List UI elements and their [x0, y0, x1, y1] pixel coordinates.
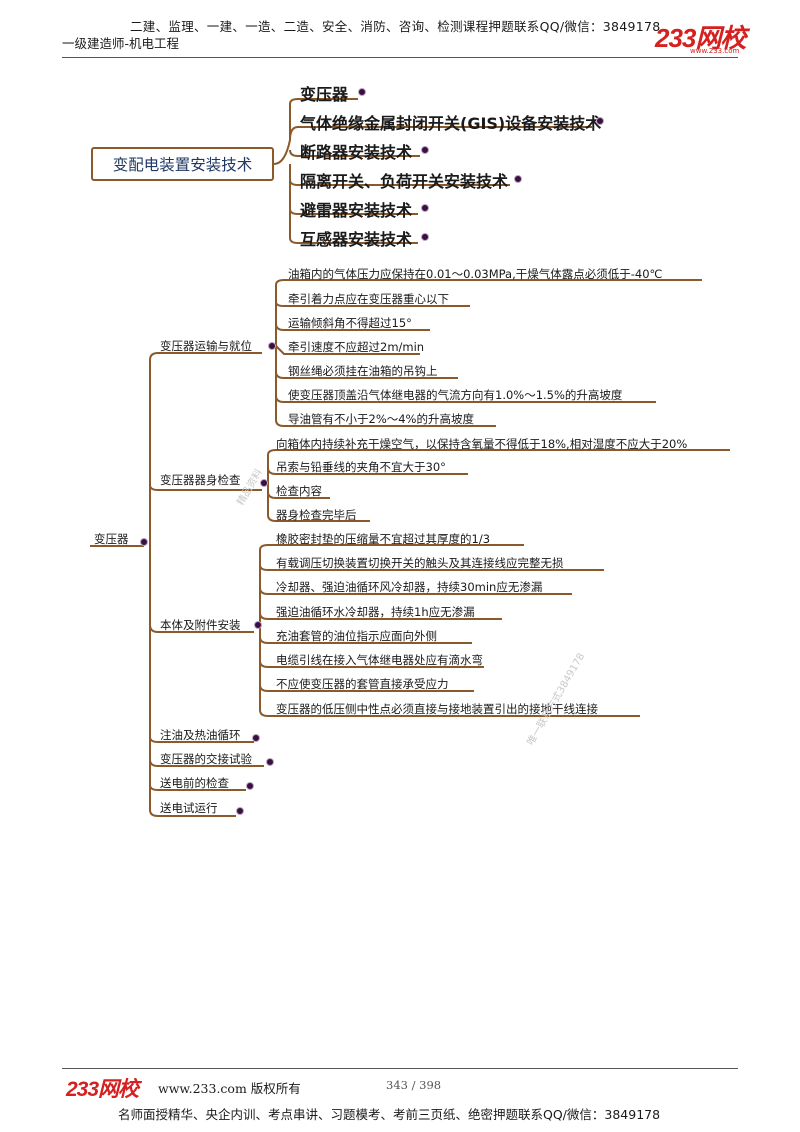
map1-item: 气体绝缘金属封闭开关(GIS)设备安装技术	[300, 114, 602, 133]
leaf-item: 油箱内的气体压力应保持在0.01～0.03MPa,干燥气体露点必须低于-40℃	[288, 267, 663, 281]
leaf-item: 不应使变压器的套管直接承受应力	[276, 677, 449, 691]
branch-label: 变压器器身检查	[160, 473, 241, 487]
header-promo-text: 二建、监理、一建、一造、二造、安全、消防、咨询、检测课程押题联系QQ/微信：38…	[130, 19, 661, 34]
leaf-item: 钢丝绳必须挂在油箱的吊钩上	[288, 364, 438, 378]
leaf-item: 吊索与铅垂线的夹角不宜大于30°	[276, 460, 446, 474]
branch-label: 注油及热油循环	[160, 728, 241, 742]
leaf-item: 变压器的低压侧中性点必须直接与接地装置引出的接地干线连接	[276, 702, 598, 716]
footer-copyright: www.233.com 版权所有	[158, 1081, 301, 1096]
leaf-item: 强迫油循环水冷却器，持续1h应无渗漏	[276, 605, 475, 619]
node-dot-icon	[358, 88, 366, 96]
leaf-item: 导油管有不小于2%～4%的升高坡度	[288, 412, 474, 426]
map1-item: 断路器安装技术	[300, 143, 413, 162]
branch-label: 送电试运行	[160, 801, 218, 815]
map1-item: 隔离开关、负荷开关安装技术	[300, 172, 509, 191]
branch-label: 本体及附件安装	[160, 618, 241, 632]
map1-item: 避雷器安装技术	[300, 201, 413, 220]
leaf-item: 牵引速度不应超过2m/min	[288, 340, 425, 354]
node-dot-icon	[246, 782, 254, 790]
mindmap-title: 变配电装置安装技术	[112, 156, 253, 174]
leaf-item: 使变压器顶盖沿气体继电器的气流方向有1.0%～1.5%的升高坡度	[288, 388, 623, 402]
node-dot-icon	[421, 204, 429, 212]
brand-logo: 233网校	[655, 23, 746, 53]
leaf-item: 牵引着力点应在变压器重心以下	[288, 292, 449, 306]
node-dot-icon	[596, 117, 604, 125]
node-dot-icon	[252, 734, 260, 742]
node-dot-icon	[254, 621, 262, 629]
leaf-item: 橡胶密封垫的压缩量不宜超过其厚度的1/3	[276, 532, 491, 546]
leaf-item: 器身检查完毕后	[276, 508, 357, 522]
node-dot-icon	[268, 342, 276, 350]
node-dot-icon	[514, 175, 522, 183]
map1-item: 互感器安装技术	[300, 230, 413, 249]
leaf-item: 有载调压切换装置切换开关的触头及其连接线应完整无损	[276, 556, 564, 570]
node-dot-icon	[236, 807, 244, 815]
leaf-item: 冷却器、强迫油循环风冷却器，持续30min应无渗漏	[276, 580, 543, 594]
branch-label: 送电前的检查	[160, 776, 229, 790]
node-dot-icon	[260, 479, 268, 487]
leaf-item: 运输倾斜角不得超过15°	[288, 316, 412, 330]
leaf-item: 向箱体内持续补充干燥空气，以保持含氧量不得低于18%,相对湿度不应大于20%	[276, 437, 688, 451]
footer-logo: 233网校	[66, 1078, 139, 1101]
node-dot-icon	[140, 538, 148, 546]
brand-logo-url: www.233.com	[690, 47, 740, 55]
footer-divider	[62, 1068, 738, 1069]
map1-item: 变压器	[300, 85, 349, 104]
leaf-item: 检查内容	[276, 484, 322, 498]
leaf-item: 充油套管的油位指示应面向外侧	[276, 629, 437, 643]
leaf-item: 电缆引线在接入气体继电器处应有滴水弯	[276, 653, 483, 667]
branch-label: 变压器运输与就位	[160, 339, 252, 353]
page-number: 343 / 398	[386, 1078, 442, 1092]
footer-promo-text: 名师面授精华、央企内训、考点串讲、习题模考、考前三页纸、绝密押题联系QQ/微信：…	[118, 1107, 661, 1122]
header-subject: 一级建造师-机电工程	[62, 36, 180, 51]
node-dot-icon	[266, 758, 274, 766]
branch-label: 变压器的交接试验	[160, 752, 252, 766]
header-divider	[62, 57, 738, 58]
node-dot-icon	[421, 146, 429, 154]
mindmap-title-box: 变配电装置安装技术	[91, 147, 274, 181]
node-dot-icon	[421, 233, 429, 241]
map2-root: 变压器	[94, 532, 129, 546]
